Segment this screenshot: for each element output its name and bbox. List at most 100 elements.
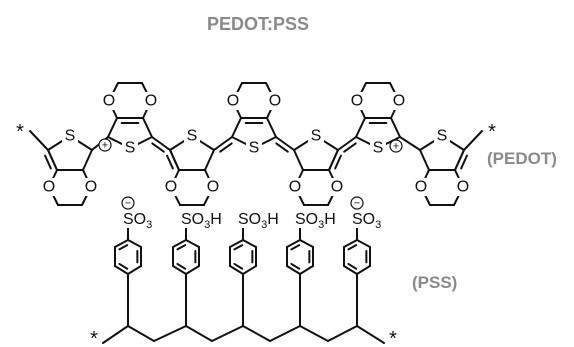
styrene-2-ring-bond-2 — [242, 265, 257, 275]
styrene-3-s-mask — [290, 210, 306, 228]
styrene-4-group-main: SO — [352, 211, 375, 228]
thiophene-0-oxygen-left: O — [43, 179, 55, 196]
styrene-0-group: SO3 — [123, 211, 152, 231]
pedot-end-left: * — [16, 121, 24, 143]
thiophene-3-oxygen-right: O — [269, 93, 281, 110]
styrene-0-negative-charge-sign: − — [125, 198, 131, 210]
thiophene-3-oxygen-left-mask — [225, 92, 241, 110]
styrene-1-aromatic-1 — [176, 262, 187, 270]
styrene-0-ring-bond-0 — [127, 239, 142, 248]
styrene-3-group-tail: H — [324, 211, 336, 228]
pss-end-right: * — [389, 328, 397, 347]
styrene-4-negative-charge-sign: − — [354, 198, 360, 210]
thiophene-5-bond-a1 — [355, 117, 366, 138]
styrene-2-aromatic-2 — [233, 244, 244, 251]
styrene-4-aromatic-1 — [347, 262, 358, 270]
styrene-1-ring-bond-0 — [185, 239, 200, 248]
backbone-bond-7 — [299, 325, 329, 342]
styrene-4-negative-charge — [350, 196, 364, 210]
styrene-1-group-main: SO — [181, 211, 204, 228]
thiophene-6-oxygen-left: O — [415, 179, 427, 196]
thiophene-3-bond-a2 — [266, 117, 277, 138]
thiophene-4-bond-a1 — [293, 149, 304, 171]
styrene-3-ring-bond-5 — [286, 239, 301, 248]
styrene-4-ring-bond-3 — [343, 265, 358, 275]
backbone-bond-0 — [102, 325, 129, 344]
thiophene-1-bond-a2 — [142, 117, 153, 138]
pedot-end-right: * — [488, 121, 496, 143]
thiophene-1-oxygen-right: O — [145, 93, 157, 110]
positive-charge-right — [389, 139, 403, 153]
styrene-2-s-mask — [233, 210, 249, 228]
styrene-0-ring-bond-3 — [114, 265, 129, 275]
styrene-4-group: SO3 — [352, 211, 381, 231]
styrene-1-group: SO3H — [181, 211, 222, 231]
thiophene-1-oxygen-right-mask — [143, 92, 159, 110]
styrene-2-ring-bond-0 — [242, 239, 257, 248]
thiophene-5-sulfur-mask — [370, 139, 386, 157]
thiophene-0-oxygen-left-mask — [41, 178, 57, 196]
thiophene-3-sulfur-mask — [246, 139, 262, 157]
thiophene-1-sulfur: S — [125, 140, 136, 157]
thiophene-4-sulfur: S — [311, 128, 322, 145]
link-1-inner — [151, 142, 165, 153]
link-3 — [275, 136, 295, 151]
styrene-1-aromatic-2 — [176, 244, 187, 251]
thiophene-0-oxygen-right-mask — [83, 178, 99, 196]
link-3-inner — [275, 142, 289, 153]
thiophene-5-oxygen-left: O — [351, 93, 363, 110]
styrene-4-ring-bond-0 — [356, 239, 371, 248]
thiophene-5-bond-a2 — [390, 117, 401, 138]
positive-charge-left-sign: + — [102, 140, 108, 152]
pss-label: (PSS) — [412, 273, 457, 292]
backbone-bond-4 — [211, 325, 244, 342]
styrene-4-ring-bond-5 — [343, 239, 358, 248]
styrene-4-s-mask — [347, 210, 363, 228]
thiophene-4-oxygen-right-mask — [329, 178, 345, 196]
styrene-3-ring-bond-2 — [299, 265, 314, 275]
styrene-3-ring-bond-3 — [286, 265, 301, 275]
styrene-0-ring-bond-2 — [127, 265, 142, 275]
end-bond-right — [463, 130, 483, 151]
styrene-3-group-sub: 3 — [318, 219, 324, 231]
styrene-0-group-main: SO — [123, 211, 146, 228]
styrene-2-aromatic-1 — [233, 262, 244, 270]
styrene-3-aromatic-2 — [290, 244, 301, 251]
thiophene-2-oxygen-right: O — [207, 179, 219, 196]
thiophene-3-bond-a1 — [231, 117, 242, 138]
backbone-bond-8 — [327, 325, 358, 342]
styrene-1-group-tail: H — [210, 211, 222, 228]
styrene-1-s-mask — [176, 210, 192, 228]
styrene-3-aromatic-1 — [290, 262, 301, 270]
styrene-4-ring-bond-2 — [356, 265, 371, 275]
thiophene-6-double-a-inner — [460, 154, 468, 170]
styrene-2-group-main: SO — [238, 211, 261, 228]
thiophene-1-oxygen-left: O — [103, 93, 115, 110]
pss-end-left: * — [90, 328, 98, 347]
thiophene-6-oxygen-right-mask — [455, 178, 471, 196]
thiophene-1-oxygen-left-mask — [101, 92, 117, 110]
thiophene-2-oxygen-right-mask — [205, 178, 221, 196]
styrene-2-ring-bond-3 — [229, 265, 244, 275]
styrene-0-aromatic-2 — [118, 244, 129, 251]
styrene-0-group-sub: 3 — [146, 219, 152, 231]
thiophene-6-sulfur-mask — [434, 127, 450, 145]
thiophene-6-sulfur: S — [437, 128, 448, 145]
backbone-bond-6 — [269, 325, 301, 342]
thiophene-5-oxygen-right-mask — [391, 92, 407, 110]
thiophene-5-sulfur: S — [373, 140, 384, 157]
thiophene-2-sulfur-mask — [184, 127, 200, 145]
thiophene-5-oxygen-left-mask — [349, 92, 365, 110]
styrene-2-ring-bond-5 — [229, 239, 244, 248]
styrene-1-group-sub: 3 — [204, 219, 210, 231]
backbone-bond-2 — [153, 325, 187, 342]
styrene-2-group-sub: 3 — [261, 219, 267, 231]
thiophene-0-oxygen-right: O — [85, 179, 97, 196]
styrene-2-group: SO3H — [238, 211, 279, 231]
thiophene-2-oxygen-left: O — [165, 179, 177, 196]
link-4-inner — [343, 142, 357, 153]
thiophene-2-sulfur: S — [187, 128, 198, 145]
thiophene-6-oxygen-left-mask — [413, 178, 429, 196]
thiophene-2-bond-a2 — [204, 149, 215, 171]
